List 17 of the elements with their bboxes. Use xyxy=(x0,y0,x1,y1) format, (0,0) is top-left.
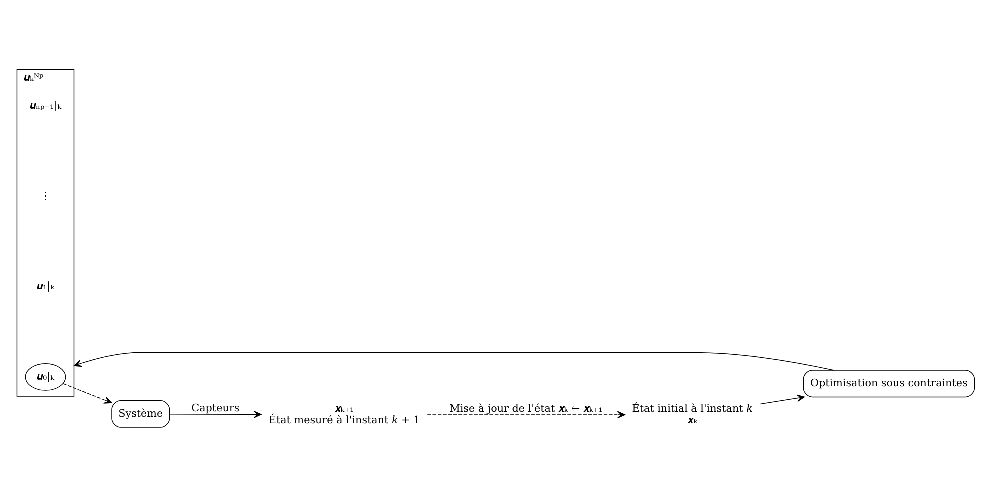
node-box: Optimisation sous contraintes xyxy=(803,370,976,398)
arrow xyxy=(427,410,626,418)
label: 𝒖ₙₚ₋₁|ₖ xyxy=(30,99,62,112)
arrow xyxy=(74,352,834,370)
arrow xyxy=(63,383,112,404)
arrow xyxy=(170,410,262,418)
label: ⋮ xyxy=(40,190,51,202)
node-box: Système xyxy=(112,400,170,428)
node-text: 𝒙ₖ xyxy=(688,414,698,426)
node-ellipse: 𝒖₀|ₖ xyxy=(25,363,66,390)
node-label: État mesuré à l'instant 𝑘 + 1 xyxy=(268,414,420,426)
node-label: État initial à l'instant 𝑘 xyxy=(632,402,753,415)
label: 𝒖₁|ₖ xyxy=(37,280,54,292)
arrow xyxy=(760,394,806,404)
edge-label: Capteurs xyxy=(192,402,240,414)
edge-label: Mise à jour de l'état 𝒙ₖ ← 𝒙ₖ₊₁ xyxy=(450,402,603,415)
node-text: 𝒙ₖ₊₁ xyxy=(334,402,354,415)
